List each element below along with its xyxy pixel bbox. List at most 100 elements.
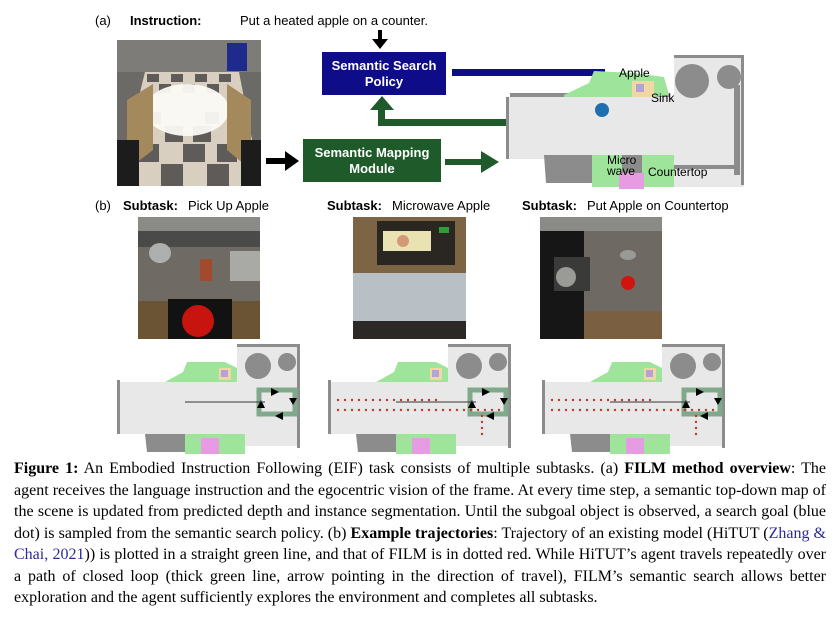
film-trajectory-dot <box>392 398 396 402</box>
film-trajectory-dot <box>441 408 445 412</box>
film-trajectory-dot <box>357 398 361 402</box>
film-trajectory-dot <box>627 398 631 402</box>
film-trajectory-dot <box>371 398 375 402</box>
film-trajectory-dot <box>336 408 340 412</box>
film-trajectory-dot <box>648 408 652 412</box>
subtask-2-label: Subtask: <box>327 198 382 213</box>
caption-text-1: An Embodied Instruction Following (EIF) … <box>78 460 625 477</box>
film-trajectory-dot <box>350 398 354 402</box>
subtask-3-name: Put Apple on Countertop <box>587 198 729 213</box>
map-wall <box>237 344 299 347</box>
map-wall <box>722 344 725 448</box>
map-obstacle <box>489 353 507 371</box>
loop-arrow-icon <box>696 388 704 396</box>
film-trajectory-dot <box>427 408 431 412</box>
film-trajectory-dot <box>655 408 659 412</box>
loop-arrow-icon <box>682 400 690 408</box>
subtask-2-trajectory-map <box>328 344 511 454</box>
film-trajectory-dot <box>606 408 610 412</box>
film-trajectory-dot <box>406 408 410 412</box>
caption-text-3: : Trajectory of an existing model (HiTUT… <box>493 524 769 542</box>
loop-arrow-icon <box>714 398 722 405</box>
map-wall <box>297 344 300 448</box>
semantic-search-policy-label: Semantic Search Policy <box>331 57 437 89</box>
film-trajectory-dot <box>648 398 652 402</box>
film-trajectory-dot <box>343 398 347 402</box>
film-trajectory-dot <box>455 408 459 412</box>
egocentric-view-image <box>117 40 261 186</box>
microwave-marker <box>626 438 644 454</box>
film-trajectory-dot <box>427 398 431 402</box>
film-trajectory-dot <box>620 408 624 412</box>
film-trajectory-dot <box>641 398 645 402</box>
film-trajectory-dot <box>350 408 354 412</box>
subtask-1-trajectory-map <box>117 344 300 454</box>
map-obstacle <box>456 353 482 379</box>
map-update-arrow-icon <box>445 151 499 173</box>
film-trajectory-dot <box>550 398 554 402</box>
map-wall <box>542 380 545 434</box>
film-trajectory-dot <box>641 408 645 412</box>
map-obstacle <box>245 353 271 379</box>
caption-figure-label: Figure 1: <box>14 460 79 477</box>
instruction-label: Instruction: <box>130 13 202 28</box>
instruction-text: Put a heated apple on a counter. <box>240 13 428 28</box>
film-trajectory-dot <box>550 408 554 412</box>
map-obstacle <box>703 353 721 371</box>
film-trajectory-dot <box>592 398 596 402</box>
apple-marker <box>221 370 228 377</box>
film-trajectory-dot <box>406 398 410 402</box>
loop-arrow-icon <box>271 388 279 396</box>
loop-arrow-icon <box>468 400 476 408</box>
film-trajectory-dot <box>392 408 396 412</box>
film-trajectory-dot <box>694 426 698 430</box>
loop-arrow-icon <box>289 398 297 405</box>
film-trajectory-dot <box>704 408 708 412</box>
film-trajectory-dot <box>694 414 698 418</box>
semantic-map <box>506 55 744 189</box>
film-trajectory-dot <box>578 408 582 412</box>
loop-arrow-icon <box>700 412 708 420</box>
caption-text-2: : The agent receives the language instru… <box>14 460 826 542</box>
subtask-2-frame-image <box>353 217 466 339</box>
film-trajectory-dot <box>399 398 403 402</box>
film-trajectory-dot <box>592 408 596 412</box>
map-feedback-arrow-icon <box>370 96 506 126</box>
loop-arrow-icon <box>275 412 283 420</box>
film-trajectory-dot <box>564 398 568 402</box>
map-wall <box>662 344 724 347</box>
film-trajectory-dot <box>462 408 466 412</box>
part-a-marker: (a) <box>95 13 111 28</box>
film-trajectory-dot <box>364 408 368 412</box>
caption-bold-1: FILM method overview <box>624 460 791 477</box>
film-trajectory-dot <box>490 408 494 412</box>
film-trajectory-dot <box>480 426 484 430</box>
film-trajectory-dot <box>571 398 575 402</box>
film-trajectory-dot <box>606 398 610 402</box>
film-trajectory-dot <box>385 398 389 402</box>
caption-bold-2: Example trajectories <box>350 524 494 542</box>
film-trajectory-dot <box>357 408 361 412</box>
subtask-1-label: Subtask: <box>123 198 178 213</box>
map-label-apple: Apple <box>619 66 650 80</box>
film-trajectory-dot <box>336 398 340 402</box>
film-trajectory-dot <box>483 408 487 412</box>
film-trajectory-dot <box>434 408 438 412</box>
apple-marker <box>432 370 439 377</box>
map-label-countertop: Countertop <box>648 165 708 179</box>
subtask-3-frame-image <box>540 217 662 339</box>
film-trajectory-dot <box>683 408 687 412</box>
film-trajectory-dot <box>371 408 375 412</box>
apple-marker <box>646 370 653 377</box>
film-trajectory-dot <box>480 432 484 436</box>
loop-arrow-icon <box>257 400 265 408</box>
microwave-marker <box>201 438 219 454</box>
citation-link[interactable]: Zhang & Chai, 2021 <box>14 524 826 564</box>
film-trajectory-dot <box>571 408 575 412</box>
search-goal-dot <box>595 103 609 117</box>
film-trajectory-dot <box>378 408 382 412</box>
vision-input-arrow-icon <box>266 151 299 171</box>
film-trajectory-dot <box>557 398 561 402</box>
film-trajectory-dot <box>420 398 424 402</box>
microwave-marker <box>412 438 430 454</box>
